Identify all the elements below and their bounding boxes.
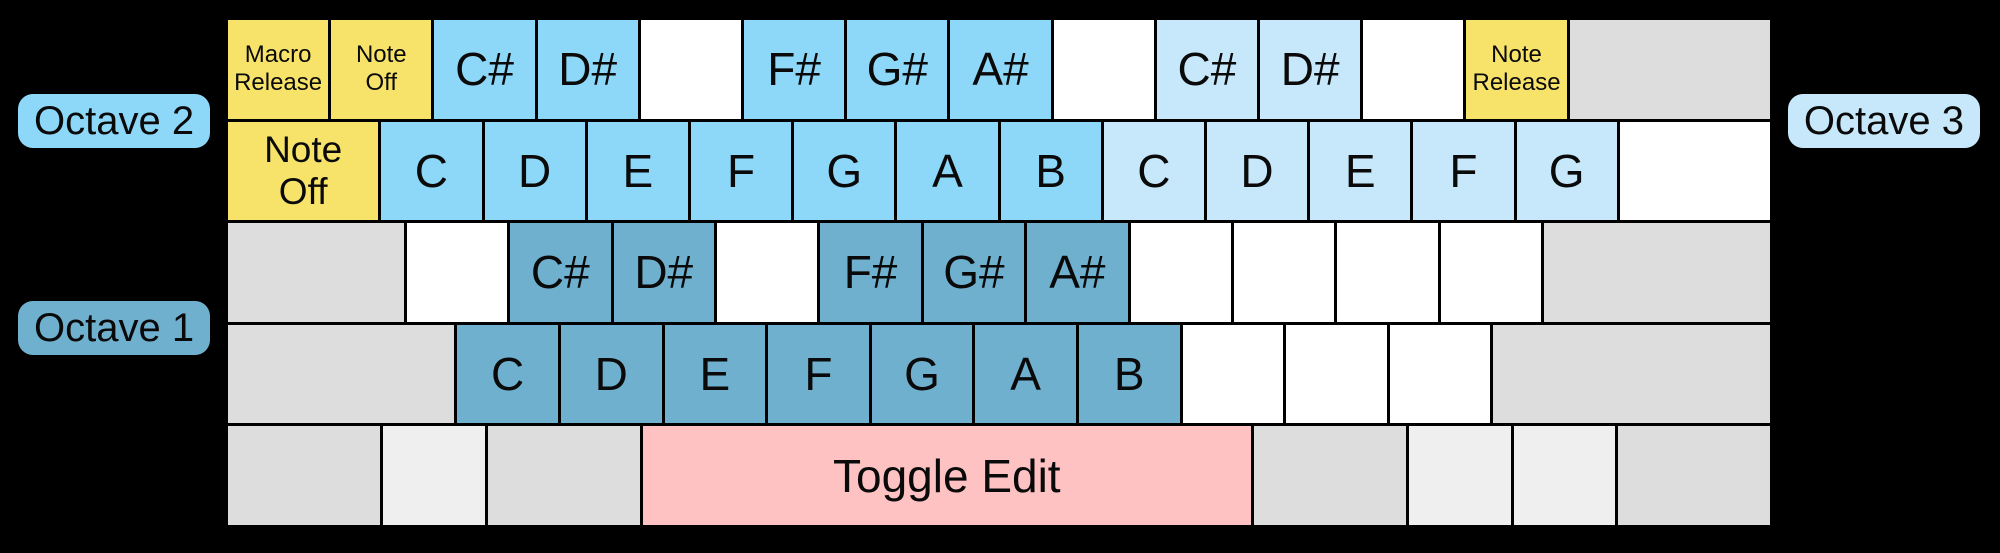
key-note-fsharp1: F# (820, 223, 921, 322)
key-note-d3: D (1206, 121, 1308, 221)
key-unassigned (1619, 121, 1771, 221)
key-note-g1: G (871, 324, 973, 424)
key-note-release: Note Release (1466, 20, 1567, 119)
key-note-d1: D (560, 324, 662, 424)
key-note-off: Note Off (331, 20, 432, 119)
key-note-csharp1: C# (510, 223, 611, 322)
key-note-c2: C (381, 121, 482, 221)
key-note-gsharp1: G# (923, 223, 1025, 322)
key-note-f1: F (768, 324, 869, 424)
key-unassigned (640, 20, 742, 119)
key-unmapped-gray (1569, 20, 1771, 119)
key-note-dsharp3: D# (1260, 20, 1361, 119)
key-unmapped-gray (228, 223, 404, 322)
key-note-f2: F (690, 121, 792, 221)
key-note-d2: D (484, 121, 585, 221)
key-unassigned (1233, 223, 1335, 322)
key-note-e3: E (1310, 121, 1411, 221)
key-unmapped-gray (228, 324, 455, 424)
key-note-off-2: Note Off (228, 121, 379, 221)
key-note-c1: C (457, 324, 558, 424)
key-note-b2: B (1000, 121, 1101, 221)
key-note-gsharp2: G# (847, 20, 948, 119)
key-unmapped-gray (228, 426, 381, 525)
key-note-g2: G (794, 121, 895, 221)
key-unmapped-gray (1493, 324, 1770, 424)
key-note-b1: B (1078, 324, 1180, 424)
key-note-c3: C (1103, 121, 1204, 221)
key-unmapped-gray-light (1513, 426, 1615, 525)
octave-3-label: Octave 3 (1787, 94, 1980, 148)
key-unassigned (1286, 324, 1387, 424)
key-unmapped-gray-light (1409, 426, 1511, 525)
key-unassigned (1389, 324, 1491, 424)
octave-2-label: Octave 2 (18, 94, 211, 148)
bottom-row: Toggle Edit (228, 426, 1770, 525)
key-unassigned (1337, 223, 1438, 322)
key-unmapped-gray (1254, 426, 1407, 525)
key-unmapped-gray (487, 426, 640, 525)
key-note-csharp2: C# (434, 20, 535, 119)
key-unmapped-gray (1617, 426, 1770, 525)
key-unassigned (1363, 20, 1464, 119)
home-row: C#D# F#G#A# (228, 223, 1771, 322)
key-note-asharp2: A# (950, 20, 1051, 119)
key-note-e2: E (587, 121, 688, 221)
octave-1-label: Octave 1 (18, 301, 211, 355)
key-unassigned (1182, 324, 1284, 424)
key-macro-release: Macro Release (228, 20, 329, 119)
key-note-a2: A (897, 121, 998, 221)
key-note-asharp1: A# (1027, 223, 1128, 322)
key-unassigned (1053, 20, 1154, 119)
key-unmapped-gray (1544, 223, 1771, 322)
key-unassigned (1440, 223, 1542, 322)
key-unassigned (716, 223, 818, 322)
key-note-fsharp2: F# (744, 20, 845, 119)
key-note-dsharp1: D# (613, 223, 714, 322)
key-note-f3: F (1413, 121, 1514, 221)
key-note-a1: A (975, 324, 1076, 424)
key-unassigned (406, 223, 508, 322)
key-unassigned (1130, 223, 1231, 322)
key-note-csharp3: C# (1156, 20, 1258, 119)
key-note-g3: G (1516, 121, 1617, 221)
key-note-e1: E (664, 324, 766, 424)
key-unmapped-gray-light (383, 426, 485, 525)
key-note-dsharp2: D# (537, 20, 638, 119)
key-toggle-edit: Toggle Edit (642, 426, 1251, 525)
